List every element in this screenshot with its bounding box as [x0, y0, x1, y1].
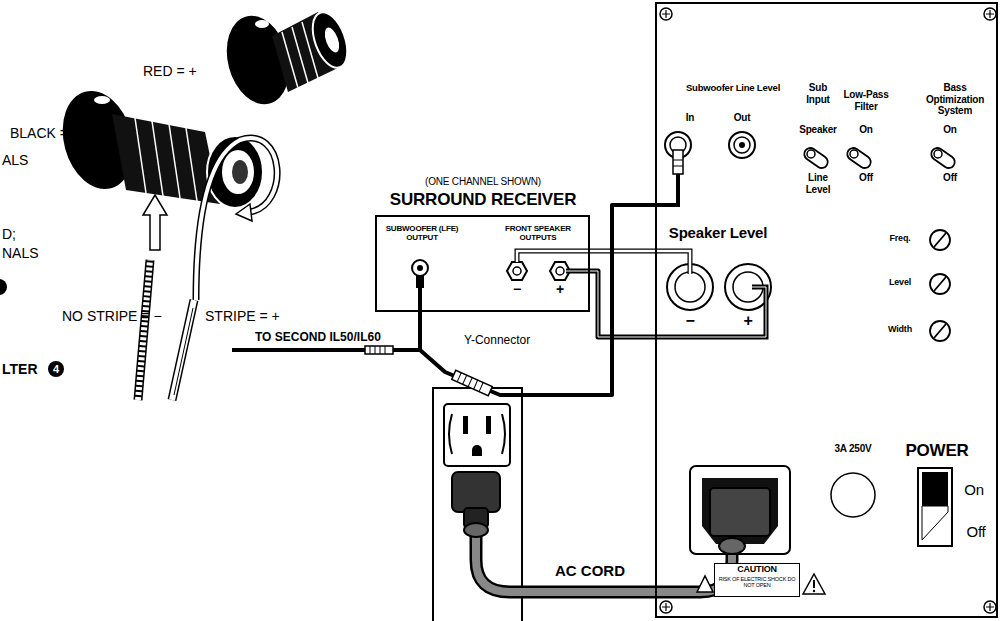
sub-heading: (ONE CHANNEL SHOWN): [373, 176, 593, 188]
section-label: Low-Pass Filter: [837, 89, 895, 112]
warning-text: RISK OF ELECTRIC SHOCK DO NOT OPEN: [716, 576, 798, 589]
knob-label: Level: [880, 277, 920, 287]
switch-position: On: [959, 481, 989, 498]
switch-position: Off: [853, 172, 879, 184]
cut-text: LTER: [2, 361, 38, 377]
switch-position: Speaker: [793, 124, 843, 136]
polarity-sign: +: [553, 281, 567, 297]
wire-label: NO STRIPE = −: [62, 308, 162, 324]
speaker-wire: [420, 205, 655, 395]
speaker-wire: [590, 251, 655, 252]
switch-position: Line Level: [798, 172, 838, 195]
switch-label: POWER: [899, 441, 975, 461]
device-title: SURROUND RECEIVER: [371, 190, 595, 210]
output-label: FRONT SPEAKER OUTPUTS: [490, 224, 586, 242]
fuse-rating: 3A 250V: [822, 443, 884, 455]
part-name: Y-Connector: [462, 334, 532, 348]
knob-label: Width: [880, 324, 920, 334]
part-name: AC CORD: [553, 562, 627, 579]
polarity-sign: +: [740, 312, 756, 330]
switch-position: On: [937, 124, 963, 136]
cut-text: NALS: [2, 245, 39, 261]
section-label: Subwoofer Line Level: [675, 83, 791, 94]
jack-label: In: [679, 112, 701, 124]
polarity-sign: −: [510, 281, 524, 297]
section-label: Sub Input: [798, 82, 838, 105]
terminal-label: BLACK = −: [10, 125, 80, 141]
caution-label: CAUTION RISK OF ELECTRIC SHOCK DO NOT OPE…: [714, 563, 800, 597]
cut-text: ALS: [2, 152, 28, 168]
terminal-label: RED = +: [143, 63, 197, 79]
knob-label: Freq.: [880, 233, 920, 243]
polarity-sign: −: [682, 312, 698, 330]
cut-text: D;: [2, 226, 16, 242]
connection-note: TO SECOND IL50/IL60: [255, 331, 381, 345]
switch-position: Off: [937, 172, 963, 184]
receiver-box: (ONE CHANNEL SHOWN)SURROUND RECEIVERSUBW…: [375, 215, 590, 312]
output-label: SUBWOOFER (LFE) OUTPUT: [378, 224, 466, 242]
switch-position: Off: [959, 523, 993, 540]
speaker-wire: [590, 271, 655, 337]
warning-heading: CAUTION: [716, 564, 798, 574]
wire-label: STRIPE = +: [205, 308, 280, 324]
section-label: Bass Optimization System: [919, 82, 991, 117]
subwoofer-panel: Subwoofer Line LevelIn Out Sub InputSpeake…: [655, 2, 998, 618]
section-label: Speaker Level: [651, 224, 785, 241]
jack-label: Out: [728, 112, 756, 124]
callout-number: 4: [48, 361, 64, 377]
switch-position: On: [853, 124, 879, 136]
